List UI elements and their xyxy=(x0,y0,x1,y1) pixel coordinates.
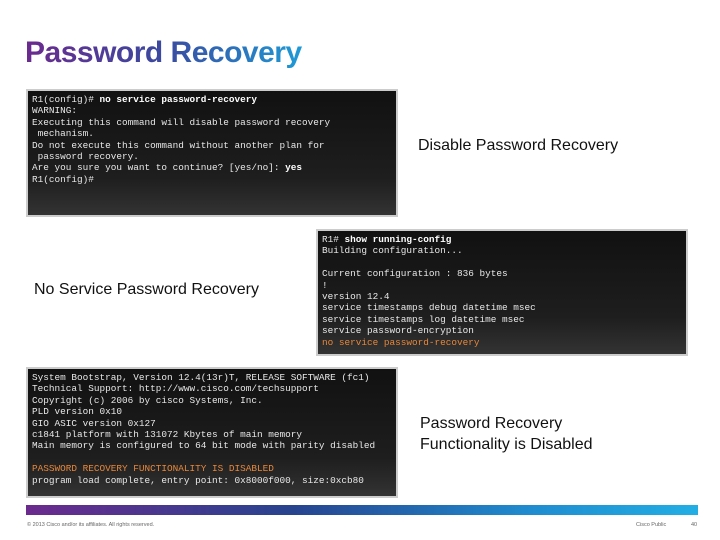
terminal-text: Current configuration : 836 bytes xyxy=(322,268,508,280)
terminal-line: version 12.4 xyxy=(322,291,682,302)
terminal-line: Do not execute this command without anot… xyxy=(32,140,392,151)
terminal-line: password recovery. xyxy=(32,151,392,162)
terminal-line xyxy=(32,452,392,463)
terminal-text: R1(config)# xyxy=(32,173,94,185)
terminal-line: Copyright (c) 2006 by cisco Systems, Inc… xyxy=(32,395,392,406)
label-line1: Password Recovery xyxy=(420,415,563,432)
terminal-bootstrap: System Bootstrap, Version 12.4(13r)T, RE… xyxy=(26,367,398,498)
label-functionality-disabled: Password Recovery Functionality is Disab… xyxy=(420,413,593,455)
terminal-line: c1841 platform with 131072 Kbytes of mai… xyxy=(32,429,392,440)
terminal-line: service timestamps log datetime msec xyxy=(322,314,682,325)
terminal-line: PLD version 0x10 xyxy=(32,406,392,417)
terminal-line: PASSWORD RECOVERY FUNCTIONALITY IS DISAB… xyxy=(32,463,392,474)
footer-page-number: 40 xyxy=(691,522,698,528)
terminal-text: service timestamps debug datetime msec xyxy=(322,302,536,314)
terminal-line: Main memory is configured to 64 bit mode… xyxy=(32,440,392,451)
terminal-text: Do not execute this command without anot… xyxy=(32,139,325,151)
terminal-line: program load complete, entry point: 0x80… xyxy=(32,475,392,486)
terminal-text: Technical Support: http://www.cisco.com/… xyxy=(32,383,319,395)
label-line2: Functionality is Disabled xyxy=(420,436,593,453)
label-disable-password-recovery: Disable Password Recovery xyxy=(418,137,619,154)
terminal-line: mechanism. xyxy=(32,128,392,139)
terminal-text: GIO ASIC version 0x127 xyxy=(32,417,156,429)
terminal-text: service timestamps log datetime msec xyxy=(322,313,525,325)
footer-gradient-bar xyxy=(26,505,698,515)
terminal-line: service timestamps debug datetime msec xyxy=(322,302,682,313)
terminal-text: show running-config xyxy=(344,234,452,245)
terminal-line: Executing this command will disable pass… xyxy=(32,117,392,128)
footer-copyright: © 2013 Cisco and/or its affiliates. All … xyxy=(27,522,155,528)
terminal-text: service password-encryption xyxy=(322,325,474,337)
terminal-text: no service password-recovery xyxy=(99,94,258,105)
terminal-line: R1(config)# no service password-recovery xyxy=(32,94,392,105)
terminal-line: no service password-recovery xyxy=(322,337,682,348)
terminal-text: WARNING: xyxy=(32,105,78,117)
terminal-line: R1# show running-config xyxy=(322,234,682,245)
terminal-line: WARNING: xyxy=(32,105,392,116)
label-no-service-password-recovery: No Service Password Recovery xyxy=(34,281,259,298)
terminal-text: no service password-recovery xyxy=(322,336,480,348)
terminal-text: PASSWORD RECOVERY FUNCTIONALITY IS DISAB… xyxy=(32,463,274,475)
terminal-text: yes xyxy=(285,162,303,174)
terminal-line: Are you sure you want to continue? [yes/… xyxy=(32,162,392,173)
terminal-line xyxy=(322,257,682,268)
terminal-line: service password-encryption xyxy=(322,325,682,336)
terminal-line: Technical Support: http://www.cisco.com/… xyxy=(32,383,392,394)
terminal-disable-recovery: R1(config)# no service password-recovery… xyxy=(26,89,398,217)
terminal-line: R1(config)# xyxy=(32,174,392,185)
terminal-text: c1841 platform with 131072 Kbytes of mai… xyxy=(32,429,303,441)
terminal-text: mechanism. xyxy=(32,128,94,140)
terminal-text: Copyright (c) 2006 by cisco Systems, Inc… xyxy=(32,394,263,406)
terminal-text: Executing this command will disable pass… xyxy=(32,116,331,128)
terminal-text: Building configuration... xyxy=(322,245,463,257)
terminal-text: program load complete, entry point: 0x80… xyxy=(32,474,364,486)
terminal-line: Building configuration... xyxy=(322,245,682,256)
terminal-line: ! xyxy=(322,280,682,291)
terminal-text: ! xyxy=(322,279,328,291)
terminal-text: R1(config)# xyxy=(32,94,100,105)
terminal-text: Are you sure you want to continue? [yes/… xyxy=(32,162,286,174)
terminal-text: Main memory is configured to 64 bit mode… xyxy=(32,440,376,452)
terminal-line: System Bootstrap, Version 12.4(13r)T, RE… xyxy=(32,372,392,383)
terminal-line: GIO ASIC version 0x127 xyxy=(32,418,392,429)
terminal-text: version 12.4 xyxy=(322,291,390,303)
terminal-text: System Bootstrap, Version 12.4(13r)T, RE… xyxy=(32,372,370,383)
terminal-text: R1# xyxy=(322,234,345,245)
terminal-line: Current configuration : 836 bytes xyxy=(322,268,682,279)
page-title: Password Recovery xyxy=(25,36,302,69)
footer-classification: Cisco Public xyxy=(636,522,667,528)
terminal-text: PLD version 0x10 xyxy=(32,406,123,418)
terminal-text: password recovery. xyxy=(32,151,139,163)
